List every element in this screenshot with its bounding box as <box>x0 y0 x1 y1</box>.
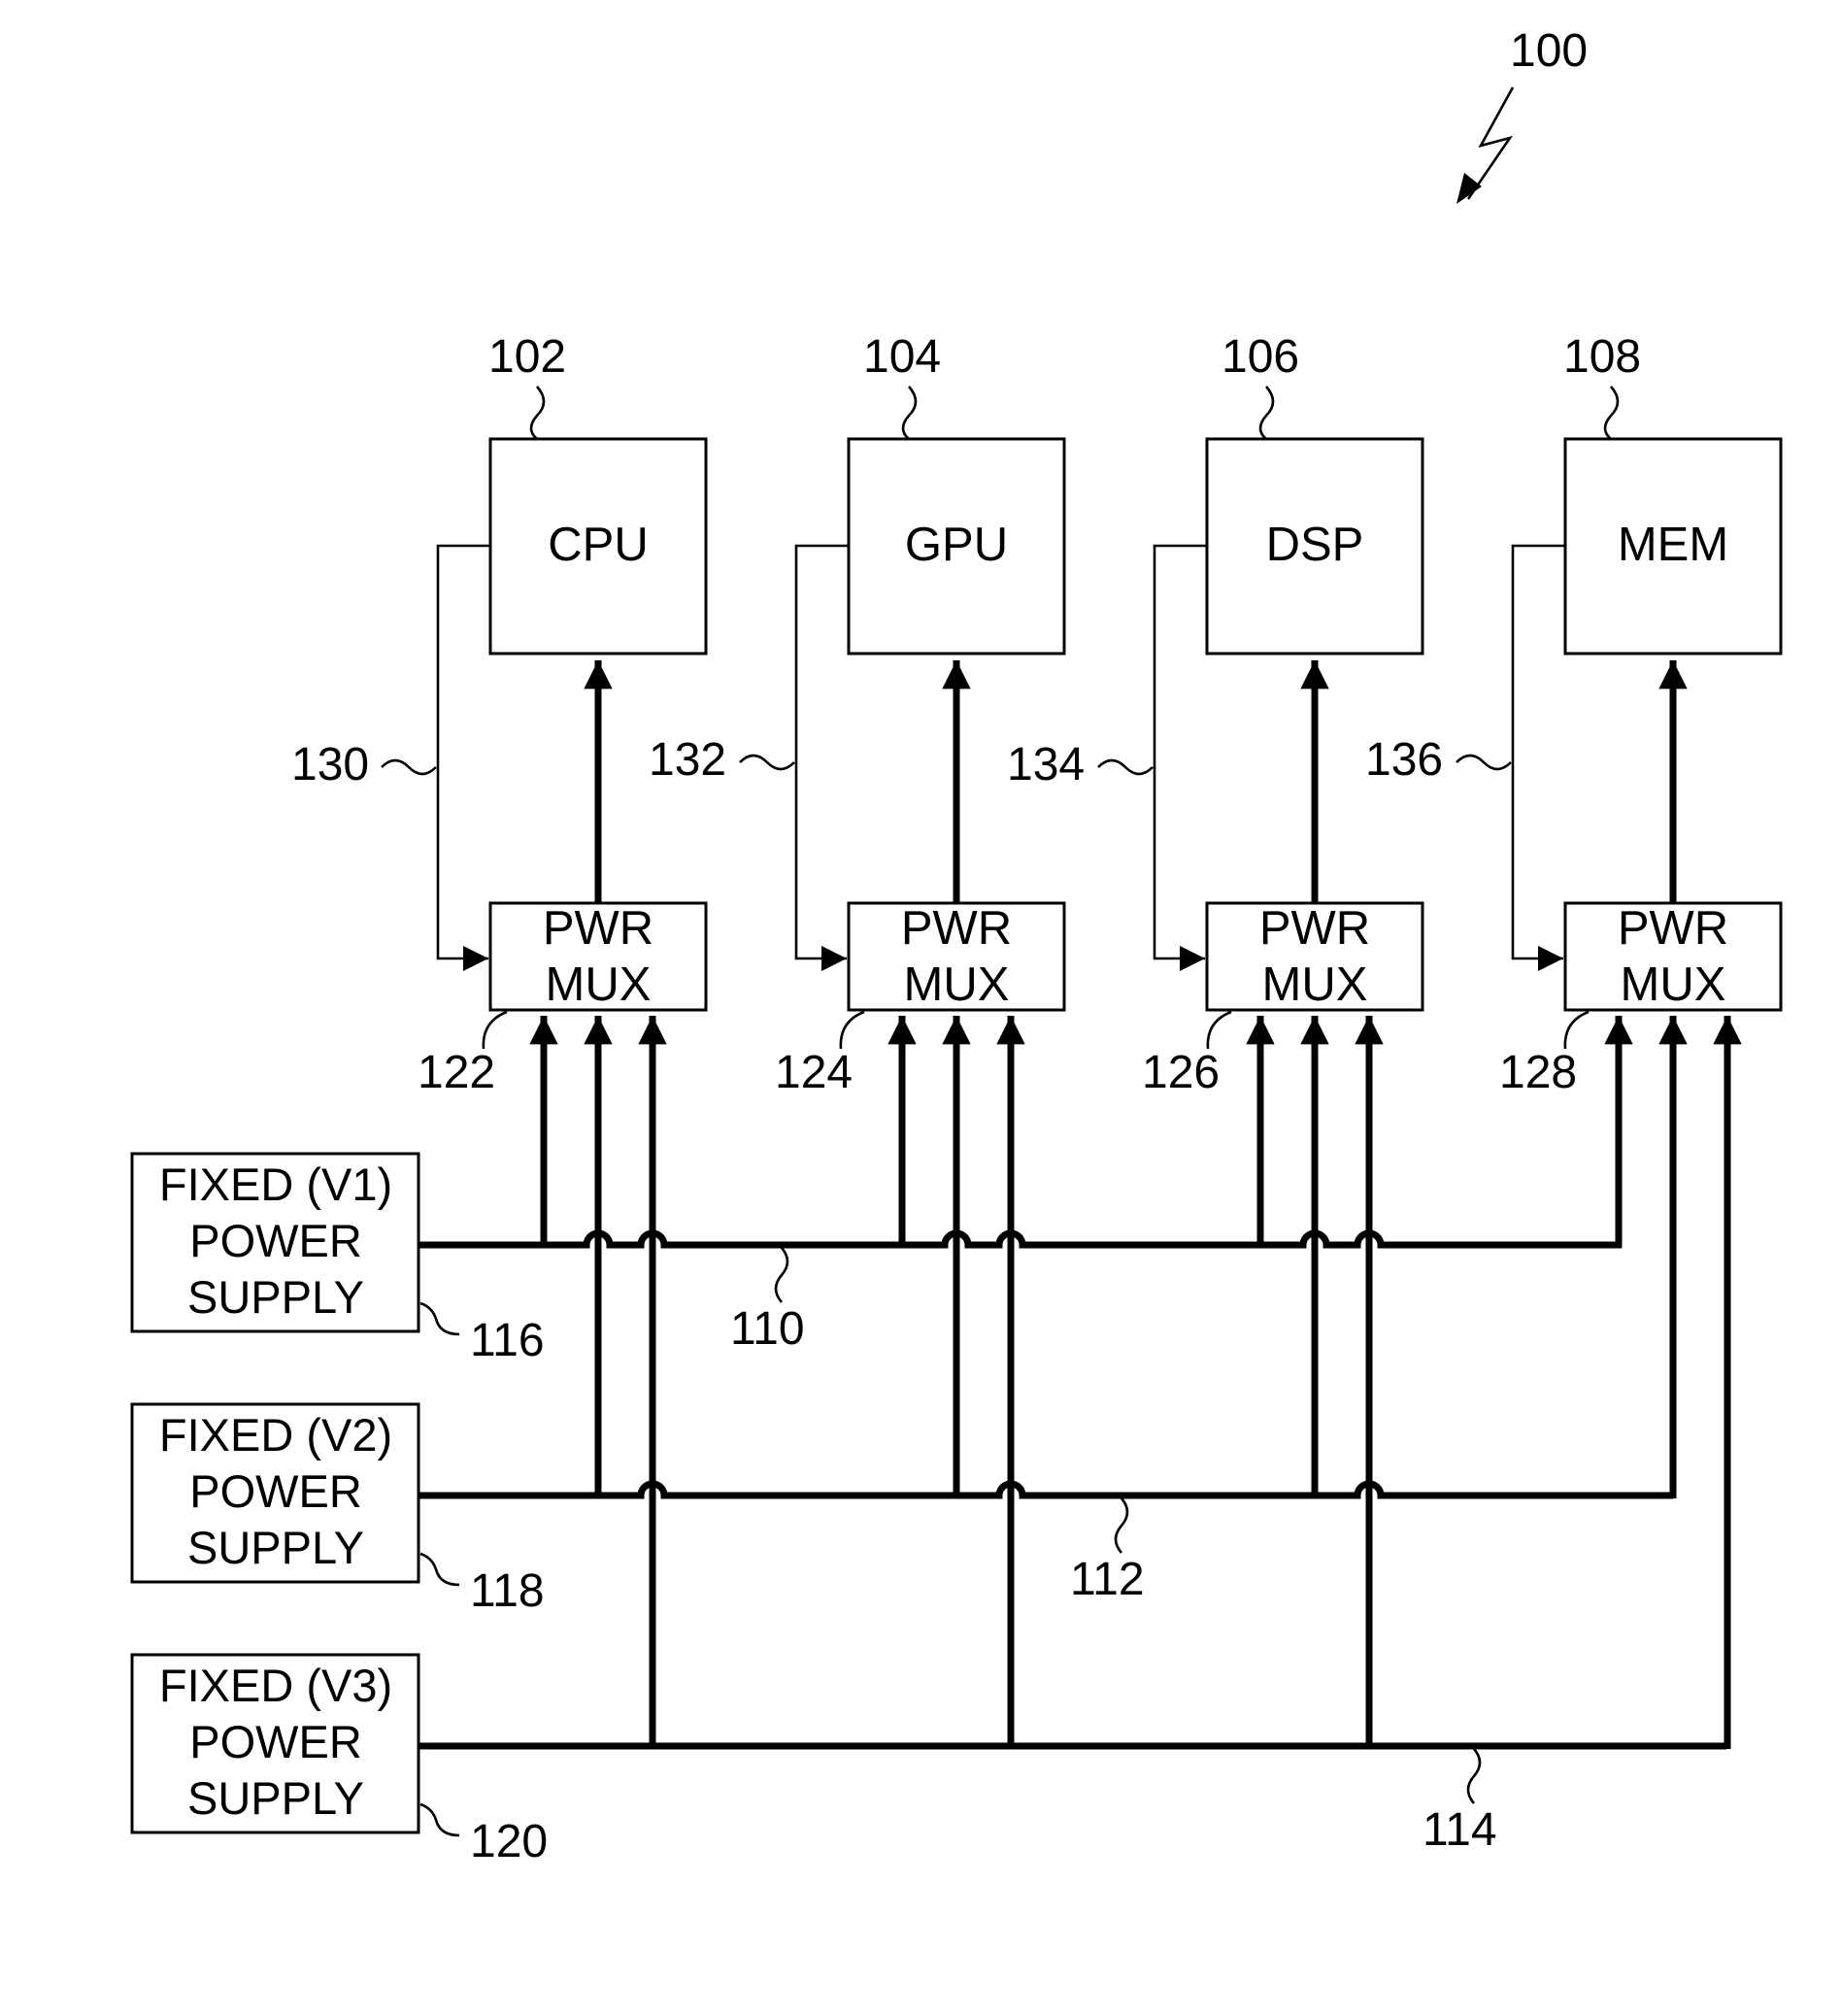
supply-ref: 118 <box>470 1565 545 1617</box>
mux-label-line2: MUX <box>1621 958 1726 1011</box>
mux-ref-leader <box>1208 1012 1231 1049</box>
block-ref: 106 <box>1222 331 1299 383</box>
mux-ref-leader <box>1565 1012 1589 1049</box>
control-line <box>796 546 849 958</box>
supply-line3: SUPPLY <box>187 1772 364 1824</box>
mux-label-line2: MUX <box>904 958 1010 1011</box>
control-ref: 136 <box>1365 734 1443 786</box>
supply-line3: SUPPLY <box>187 1271 364 1323</box>
supply-v2: FIXED (V2) POWER SUPPLY 118 <box>132 1404 545 1617</box>
rail-ref-leader <box>776 1248 787 1302</box>
supply-ref-leader <box>420 1303 459 1334</box>
control-line <box>1155 546 1207 958</box>
mux-label-line2: MUX <box>1262 958 1368 1011</box>
block-label: GPU <box>905 519 1008 571</box>
rail-ref-leader <box>1468 1749 1480 1803</box>
control-ref-leader <box>740 756 794 769</box>
mux-ref-leader <box>484 1012 507 1049</box>
supply-line2: POWER <box>189 1215 362 1266</box>
supply-ref-leader <box>420 1554 459 1585</box>
mux-ref: 128 <box>1499 1047 1577 1098</box>
mux-ref-leader <box>841 1012 864 1049</box>
supply-line1: FIXED (V2) <box>159 1409 392 1461</box>
rail-ref: 110 <box>730 1303 805 1355</box>
column-cpu: 102 CPU 130 PWR MUX 122 <box>291 331 706 1098</box>
mux-label-line1: PWR <box>1259 902 1370 955</box>
control-line <box>438 546 490 958</box>
figure-ref: 100 <box>1510 25 1588 77</box>
column-mem: 108 MEM 136 PWR MUX 128 <box>1365 331 1781 1098</box>
block-ref-leader <box>1260 386 1273 439</box>
supply-line1: FIXED (V3) <box>159 1660 392 1711</box>
block-ref: 108 <box>1563 331 1641 383</box>
supply-ref-leader <box>420 1804 459 1835</box>
supply-line3: SUPPLY <box>187 1522 364 1573</box>
mux-label-line1: PWR <box>543 902 653 955</box>
rail-ref: 114 <box>1423 1804 1497 1856</box>
column-dsp: 106 DSP 134 PWR MUX 126 <box>1007 331 1423 1098</box>
mux-label-line1: PWR <box>901 902 1012 955</box>
block-ref: 102 <box>488 331 566 383</box>
supply-ref: 116 <box>470 1315 545 1366</box>
supply-v3: FIXED (V3) POWER SUPPLY 120 <box>132 1655 548 1867</box>
rail-ref: 112 <box>1070 1554 1145 1605</box>
supply-line2: POWER <box>189 1716 362 1767</box>
block-ref-leader <box>531 386 544 439</box>
block-label: DSP <box>1266 519 1364 571</box>
mux-label-line1: PWR <box>1618 902 1728 955</box>
block-ref: 104 <box>863 331 941 383</box>
control-ref: 134 <box>1007 739 1085 790</box>
control-ref-leader <box>382 760 436 774</box>
block-label: MEM <box>1618 519 1728 571</box>
supply-line2: POWER <box>189 1465 362 1517</box>
control-ref: 132 <box>649 734 726 786</box>
mux-ref: 122 <box>418 1047 495 1098</box>
rail-v2 <box>418 1484 1673 1495</box>
supply-v1: FIXED (V1) POWER SUPPLY 116 <box>132 1154 545 1366</box>
block-ref-leader <box>1605 386 1618 439</box>
mux-ref: 126 <box>1142 1047 1220 1098</box>
control-ref: 130 <box>291 739 369 790</box>
block-ref-leader <box>903 386 916 439</box>
block-label: CPU <box>548 519 648 571</box>
control-ref-leader <box>1456 756 1511 769</box>
mux-label-line2: MUX <box>546 958 652 1011</box>
supply-line1: FIXED (V1) <box>159 1159 392 1210</box>
mux-ref: 124 <box>775 1047 853 1098</box>
column-gpu: 104 GPU 132 PWR MUX 124 <box>649 331 1064 1098</box>
supply-ref: 120 <box>470 1816 548 1867</box>
control-ref-leader <box>1098 760 1153 774</box>
control-line <box>1513 546 1565 958</box>
rail-ref-leader <box>1116 1498 1127 1553</box>
